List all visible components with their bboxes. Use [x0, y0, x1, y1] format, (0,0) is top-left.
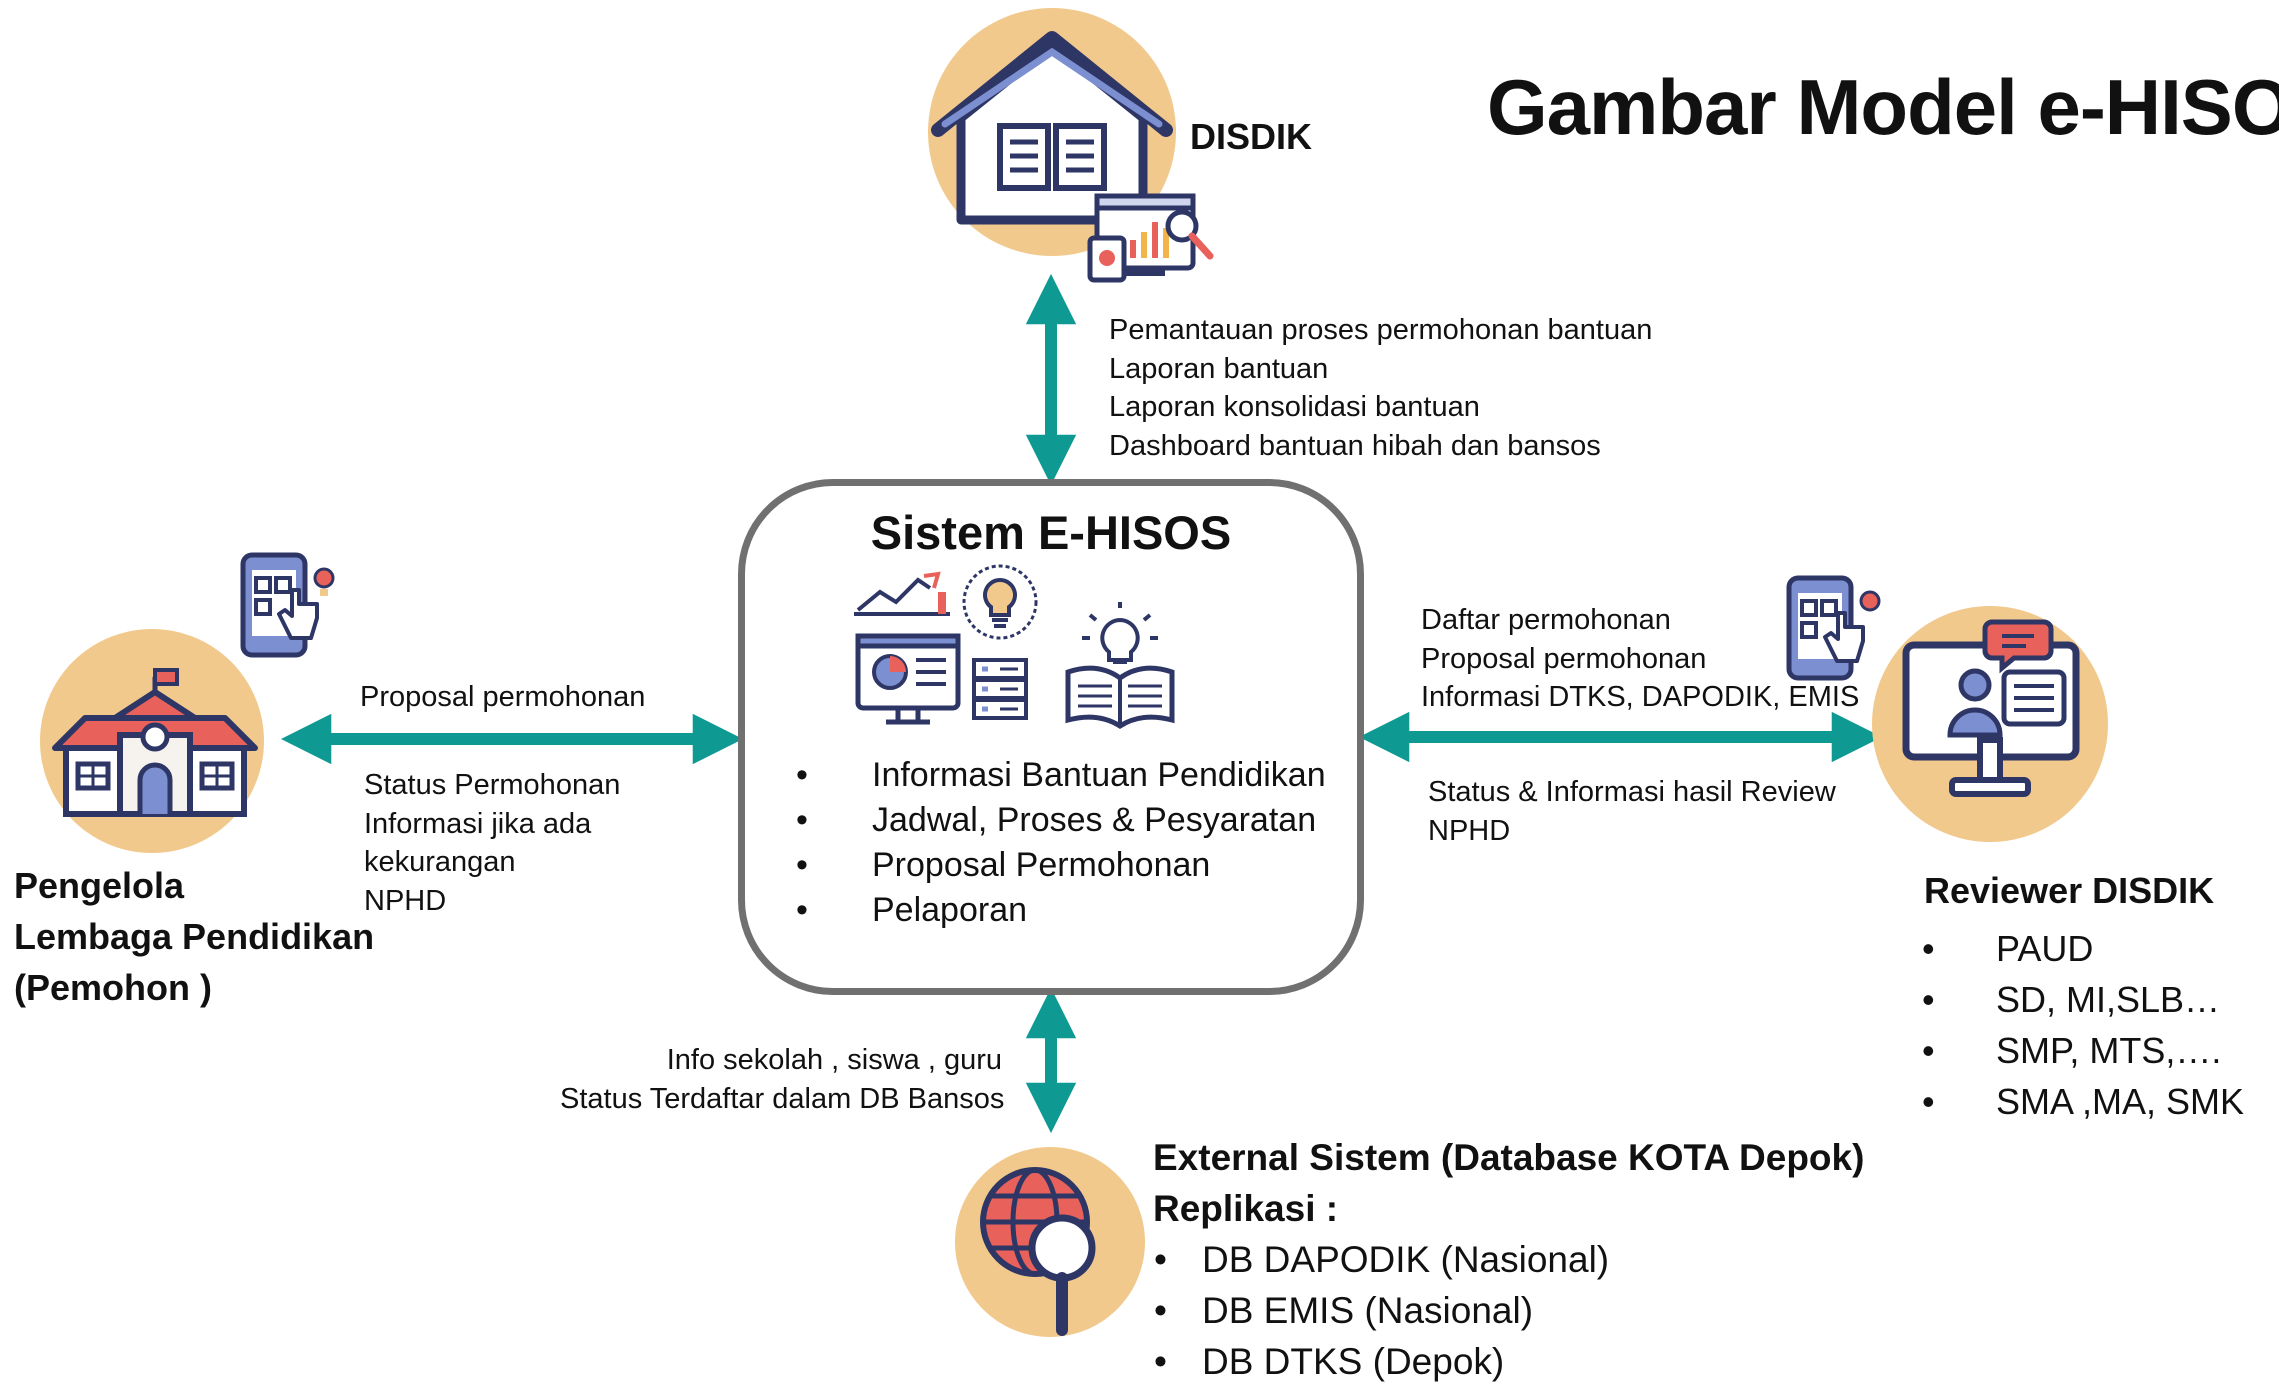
list-item: •Proposal Permohonan	[796, 846, 1211, 884]
top-arrow-line: Laporan bantuan	[1109, 352, 1329, 385]
list-item: •PAUD	[1922, 928, 2094, 969]
reviewer-list: •PAUD •SD, MI,SLB… •SMP, MTS,…. •SMA ,MA…	[1922, 923, 2244, 1127]
tablet-touch-icon	[240, 552, 335, 658]
top-arrow-line: Dashboard bantuan hibah dan bansos	[1109, 429, 1601, 462]
right-arrow-line: Daftar permohonan	[1421, 604, 1671, 636]
list-item: •DB DTKS (Depok)	[1154, 1341, 1505, 1382]
reviewer-title: Reviewer DISDIK	[1924, 870, 2215, 911]
right-arrow-bottom-labels: Status & Informasi hasil Review NPHD	[1428, 773, 1836, 850]
top-arrow-labels: Pemantauan proses permohonan bantuan Lap…	[1109, 311, 1652, 465]
globe-search-icon	[955, 1147, 1145, 1337]
right-arrow-line: Informasi DTKS, DAPODIK, EMIS	[1421, 681, 1860, 713]
system-feature-list: •Informasi Bantuan Pendidikan •Jadwal, P…	[796, 753, 1326, 933]
bottom-arrow-labels: Info sekolah , siswa , guru Status Terda…	[560, 1041, 1005, 1118]
top-arrow-line: Laporan konsolidasi bantuan	[1109, 391, 1480, 423]
bottom-arrow-line: Info sekolah , siswa , guru	[666, 1044, 1002, 1076]
disdik-label: DISDIK	[1190, 116, 1313, 157]
left-arrow-line: Status Permohonan	[364, 769, 621, 801]
list-item: •SD, MI,SLB…	[1922, 979, 2221, 1020]
list-item: •Informasi Bantuan Pendidikan	[796, 756, 1326, 794]
system-icons	[854, 564, 1175, 729]
monitor-icon	[855, 633, 961, 725]
tablet-touch-icon	[1786, 575, 1881, 681]
list-item: •SMA ,MA, SMK	[1922, 1081, 2245, 1122]
server-icon	[972, 658, 1028, 720]
external-title-block: External Sistem (Database KOTA Depok) Re…	[1153, 1132, 1864, 1234]
pemohon-line: (Pemohon )	[14, 967, 212, 1008]
system-title: Sistem E-HISOS	[870, 506, 1232, 559]
right-arrow-line: Status & Informasi hasil Review	[1428, 776, 1836, 808]
list-item: •Pelaporan	[796, 891, 1028, 929]
pemohon-line: Pengelola	[14, 865, 185, 906]
analytics-icon	[1087, 193, 1214, 283]
open-book-icon	[1065, 602, 1175, 729]
external-subtitle: Replikasi :	[1153, 1188, 1339, 1229]
external-title: External Sistem (Database KOTA Depok)	[1153, 1137, 1865, 1178]
right-arrow-line: Proposal permohonan	[1421, 642, 1707, 675]
pemohon-line: Lembaga Pendidikan	[14, 916, 375, 957]
list-item: •DB DAPODIK (Nasional)	[1154, 1239, 1610, 1280]
system-box	[738, 479, 1364, 995]
school-house-icon	[40, 629, 264, 853]
monitor-chat-icon	[1872, 606, 2108, 842]
top-arrow-line: Pemantauan proses permohonan bantuan	[1109, 314, 1653, 346]
chart-icon	[854, 571, 950, 616]
external-db-list: •DB DAPODIK (Nasional) •DB EMIS (Nasiona…	[1154, 1234, 1609, 1387]
diagram-title: Gambar Model e-HISOS	[1487, 63, 2279, 151]
bottom-arrow-line: Status Terdaftar dalam DB Bansos	[560, 1082, 1005, 1115]
pemohon-label: Pengelola Lembaga Pendidikan (Pemohon )	[14, 860, 374, 1013]
lightbulb-icon	[962, 564, 1038, 640]
right-arrow-top-labels: Daftar permohonan Proposal permohonan In…	[1421, 601, 1859, 717]
left-arrow-line: kekurangan	[364, 846, 516, 878]
list-item: •SMP, MTS,….	[1922, 1030, 2222, 1071]
left-arrow-bottom-labels: Status Permohonan Informasi jika ada kek…	[364, 766, 620, 920]
right-arrow-line: NPHD	[1428, 814, 1511, 847]
left-arrow-line: Informasi jika ada	[364, 807, 592, 840]
left-arrow-line: NPHD	[364, 884, 447, 917]
left-arrow-top-label: Proposal permohonan	[360, 681, 646, 713]
list-item: •Jadwal, Proses & Pesyaratan	[796, 801, 1317, 839]
list-item: •DB EMIS (Nasional)	[1154, 1290, 1534, 1331]
